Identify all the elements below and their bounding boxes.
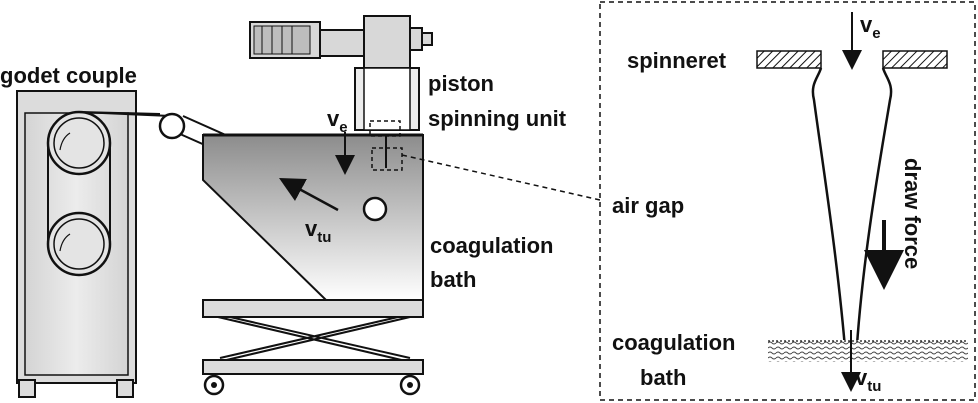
draw-force-label: draw force (900, 158, 925, 269)
spinneret-label: spinneret (627, 48, 727, 73)
lift-table-top (202, 299, 424, 318)
vtu-main-label: vtu (305, 216, 331, 246)
coag-bath-label-line1: coagulation (430, 233, 553, 258)
ve-inset-sub: e (872, 25, 880, 42)
piston-label-line2: spinning unit (428, 106, 567, 131)
godet-roller-top-inner (53, 117, 105, 169)
spindle-knob-tip (421, 32, 433, 46)
air-gap-inset (599, 1, 976, 401)
zoom-connector-line (401, 154, 601, 201)
godet-couple (16, 90, 137, 398)
godet-roller-bottom (46, 211, 112, 277)
ve-inset-base: v (860, 12, 873, 37)
vtu-inset-label: vtu (855, 365, 881, 395)
inset-bath-surface (768, 340, 968, 362)
vtu-main-arrow (279, 178, 339, 212)
piston-spinning-unit (249, 15, 433, 171)
cylinder-inner (363, 67, 411, 131)
piston-label-line1: piston (428, 71, 494, 96)
godet-couple-label: godet couple (0, 63, 137, 88)
godet-foot-right (116, 379, 134, 398)
coag-bath-label-line2: bath (430, 267, 476, 292)
godet-rotation-mark-bottom (59, 233, 71, 252)
godet-foot-left (18, 379, 36, 398)
lift-scissor-arms (217, 316, 411, 363)
godet-rotation-mark-top (59, 132, 71, 151)
spindle-knob (409, 27, 423, 51)
ve-main-base: v (327, 106, 340, 131)
scissor-lift (202, 299, 424, 396)
vtu-main-sub: tu (317, 229, 331, 246)
ve-inset-label: ve (860, 12, 881, 42)
vtu-inset-sub: tu (867, 378, 881, 395)
lift-wheel-right-hub (407, 382, 413, 388)
godet-roller-top (46, 110, 112, 176)
filament-right-edge (854, 67, 893, 361)
lift-base (202, 359, 424, 375)
godet-belt (47, 143, 111, 244)
spinneret-left-plate (756, 50, 822, 69)
guide-roller-top (158, 112, 186, 140)
vtu-inset-base: v (855, 365, 868, 390)
filament-left-edge (811, 67, 848, 361)
motor-gearbox (319, 29, 365, 57)
ve-main-label: ve (327, 106, 348, 136)
ve-main-sub: e (339, 119, 347, 136)
inset-coag-label-line2: bath (640, 365, 686, 390)
godet-roller-bottom-inner (53, 218, 105, 270)
air-gap-label: air gap (612, 193, 684, 218)
spinneret-right-plate (882, 50, 948, 69)
spindle-head (363, 15, 411, 69)
lift-wheel-left-hub (211, 382, 217, 388)
inset-coag-label-line1: coagulation (612, 330, 735, 355)
guide-roller-bath (362, 196, 388, 222)
vtu-main-base: v (305, 216, 318, 241)
